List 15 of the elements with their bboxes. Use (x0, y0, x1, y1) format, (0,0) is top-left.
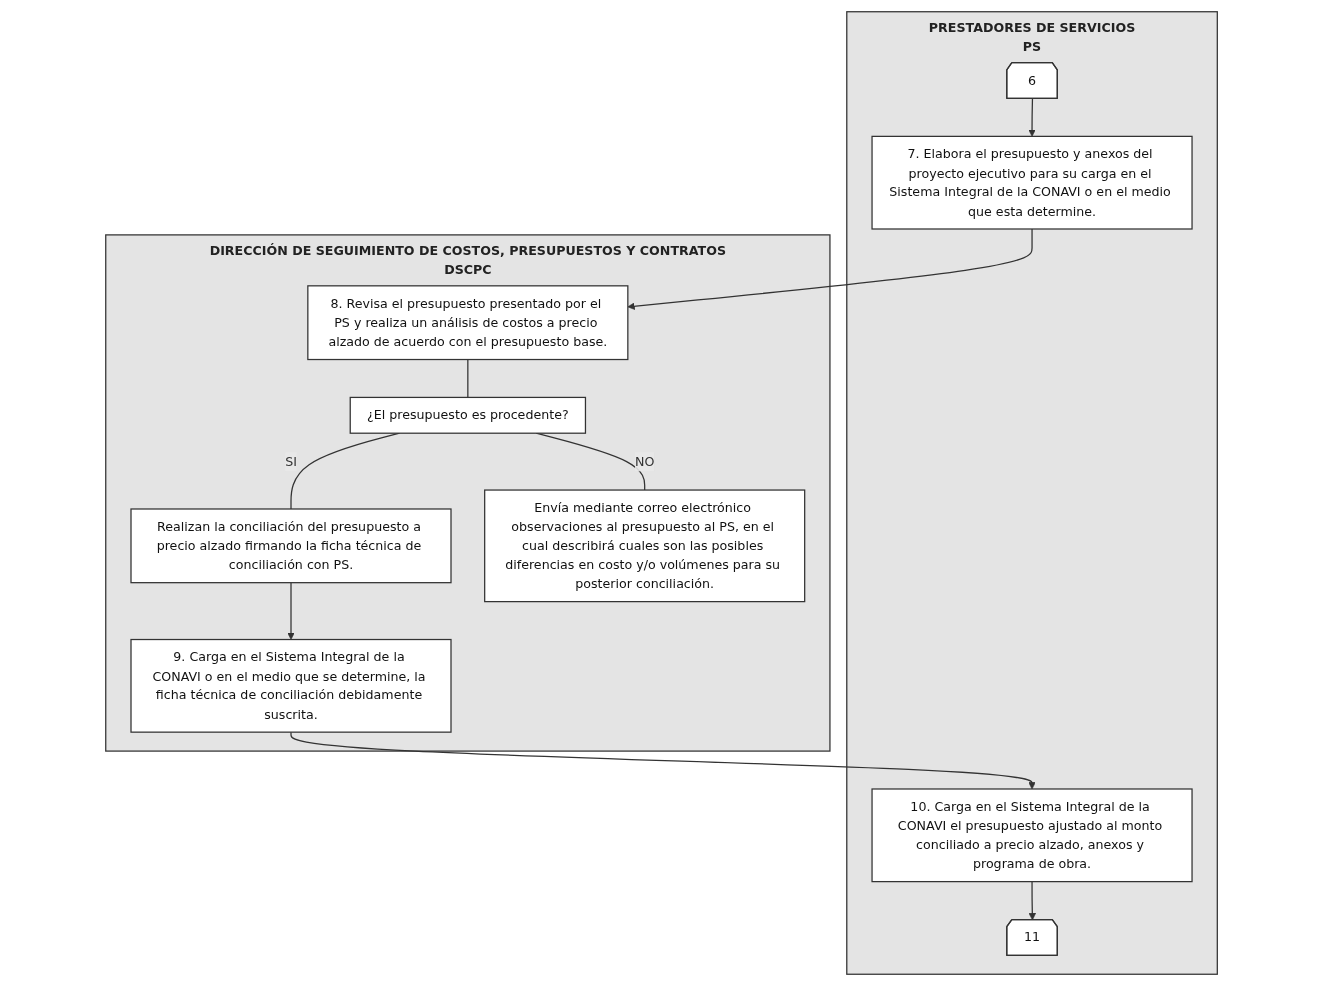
node-box: Realizan la conciliación del presupuesto a precio alzado firmando la ficha técnica de conciliación con PS. (130, 508, 452, 584)
edge-label: SI (285, 453, 297, 469)
node-box: 7. Elabora el presupuesto y anexos del proyecto ejecutivo para su carga en el Sistema Integral de la CONAVI o en el medio que esta determine. (871, 135, 1193, 230)
arrow (1028, 881, 1036, 921)
node-box: 10. Carga en el Sistema Integral de la CONAVI el presupuesto ajustado al monto conciliado a precio alzado, anexos y programa de obra. (871, 788, 1193, 883)
node-box: 9. Carga en el Sistema Integral de la CONAVI o en el medio que se determine, la ficha técnica de conciliación debidamente suscrita. (130, 638, 452, 733)
arrow (287, 582, 295, 640)
node-box: Envía mediante correo electrónico observaciones al presupuesto al PS, en el cual describirá cuales son las posibles diferencias en costo y/o volúmenes para su posterior conciliación. (484, 489, 806, 603)
arrow (1028, 98, 1036, 137)
node-box: 8. Revisa el presupuesto presentado por el PS y realiza un análisis de costos a precio alzado de acuerdo con el presupuesto base. (307, 285, 629, 361)
arrow (290, 731, 1036, 790)
arrow (627, 228, 1033, 310)
node-box: ¿El presupuesto es procedente? (349, 396, 587, 434)
edge-label: NO (634, 453, 655, 469)
connector (467, 358, 469, 399)
